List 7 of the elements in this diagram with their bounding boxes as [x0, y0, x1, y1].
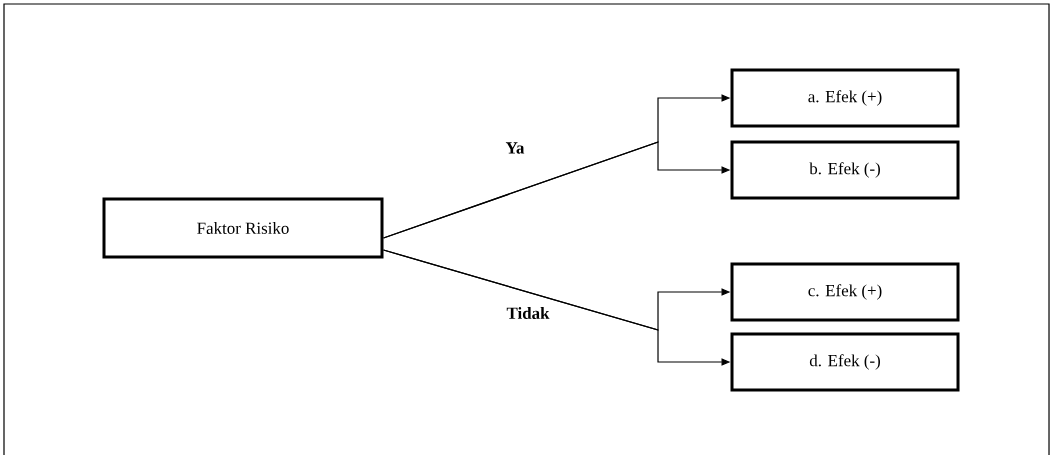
effect-box: a. Efek (+)	[730, 68, 960, 128]
edge-label: Ya	[505, 142, 525, 154]
factor-box: Faktor Risiko	[102, 197, 384, 259]
edge-label: Tidak	[506, 307, 550, 319]
effect-box: b. Efek (-)	[730, 140, 960, 200]
effect-box: c. Efek (+)	[730, 262, 960, 322]
effect-box: d. Efek (-)	[730, 332, 960, 392]
